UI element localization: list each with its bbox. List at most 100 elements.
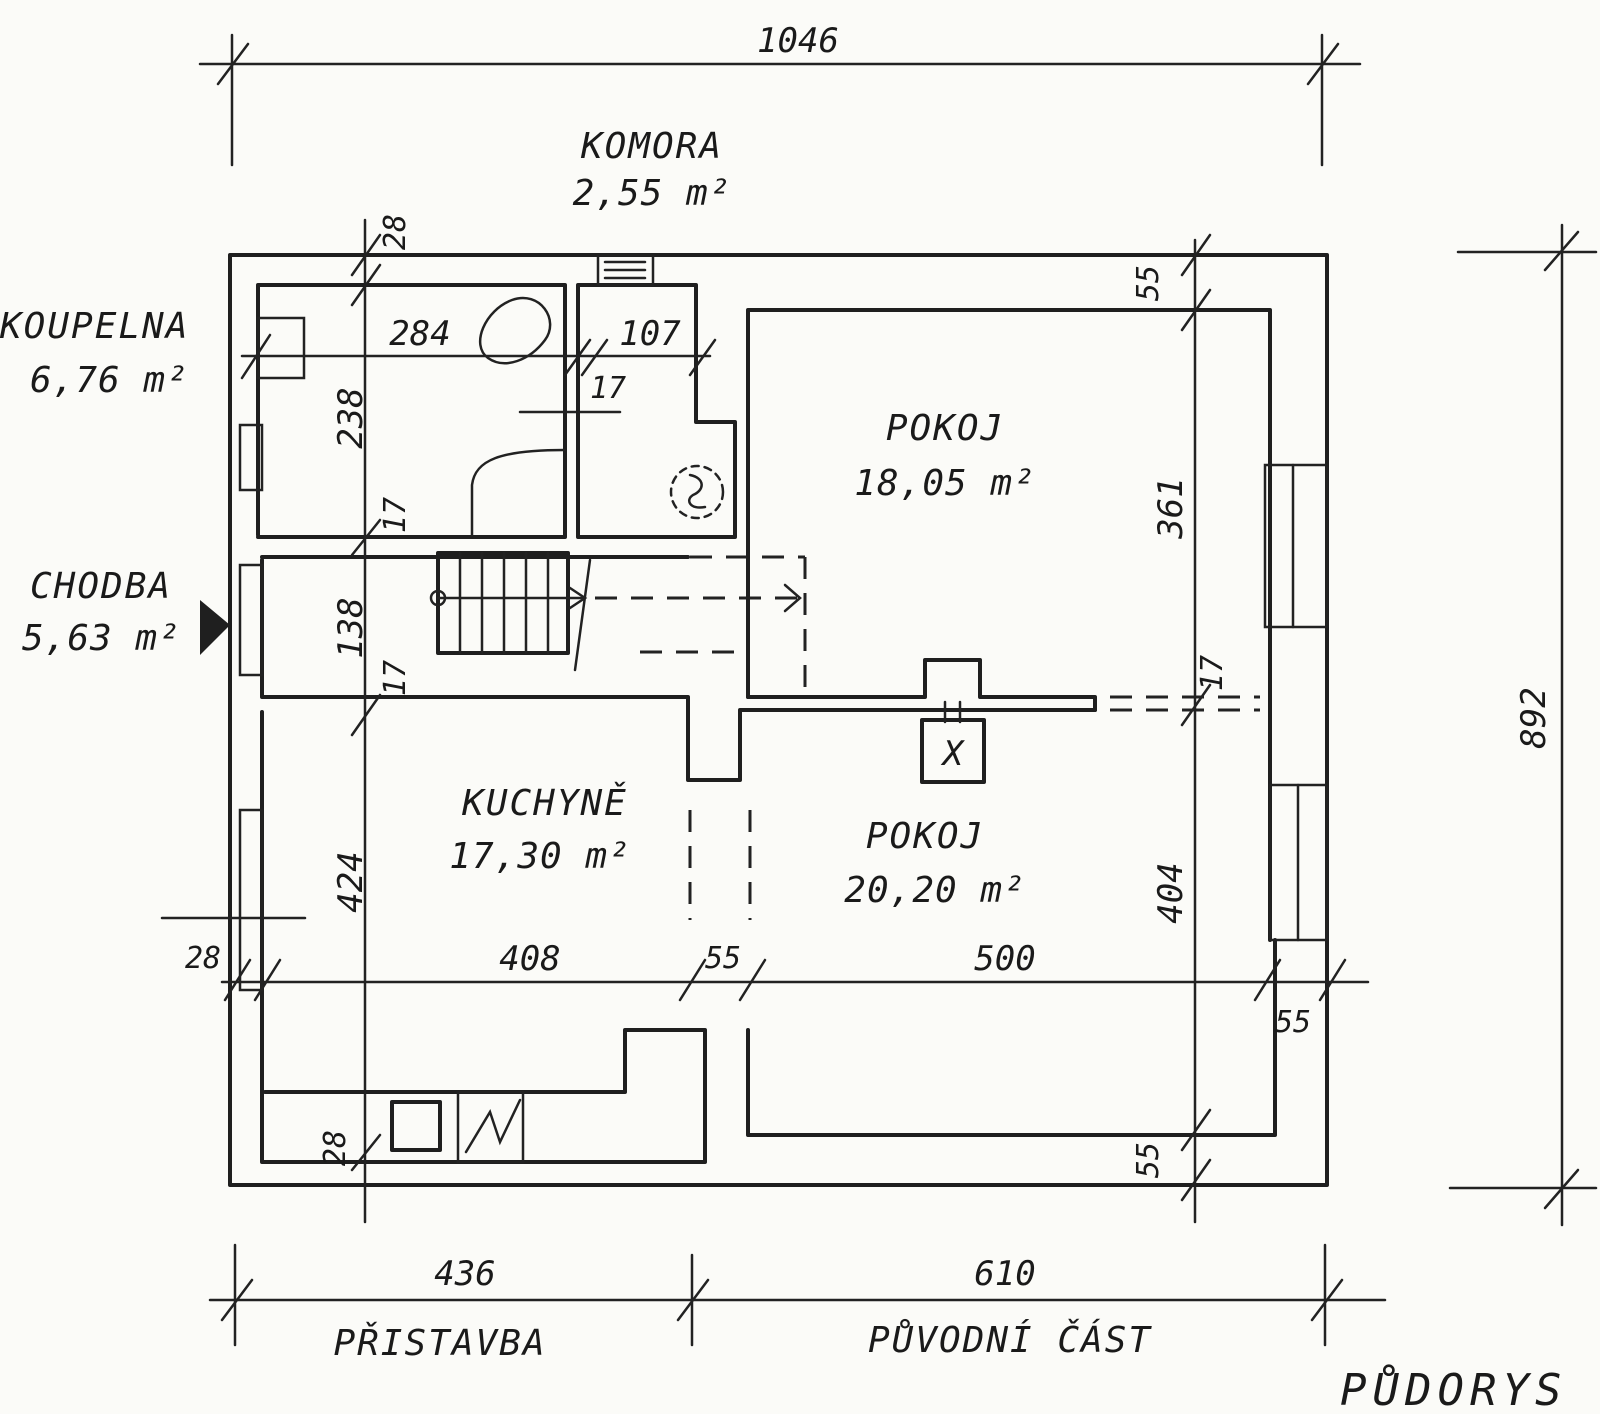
boiler-symbol [688, 473, 707, 509]
komora-vent-icon [596, 253, 655, 287]
room-labels: KOMORA 2,55 m² KOUPELNA 6,76 m² CHODBA 5… [0, 126, 1035, 911]
tick-bottom-mid [676, 1278, 710, 1322]
tick-55-mid-b [738, 958, 767, 1002]
chodba-label: CHODBA [30, 566, 172, 607]
section-labels: PŘISTAVBA PŮVODNÍ ČÁST PŮDORYS [333, 1318, 1567, 1414]
dim-koupelna-width: 284 [389, 314, 450, 354]
dim-pokoj-upper-height: 361 [1151, 477, 1191, 539]
tick-55-a [1180, 233, 1212, 277]
kuchyne-label: KUCHYNĚ [461, 782, 628, 824]
dim-wall-17-c: 17 [1195, 655, 1230, 691]
dim-wall-28-c: 28 [318, 1130, 353, 1166]
outer-wall-outline [228, 253, 1329, 1187]
dim-wall-55-c: 55 [1131, 1142, 1166, 1178]
pokoj-upper-walls [746, 308, 1272, 942]
dim-komora-width: 107 [619, 314, 681, 354]
koupelna-room [256, 283, 622, 539]
dim-wall-28-b: 28 [185, 941, 221, 976]
washbasin-icon [256, 316, 306, 380]
tick-17-komora-b [580, 338, 609, 377]
koupelna-label: KOUPELNA [0, 306, 189, 347]
tick-bottom-right [1310, 1278, 1344, 1322]
tick-55-d [1180, 1158, 1212, 1202]
stove-icon [390, 1100, 442, 1152]
komora-area: 2,55 m² [573, 173, 732, 214]
komora-walls [576, 283, 737, 539]
dim-kuchyne-height: 424 [331, 851, 371, 912]
dimension-values: 1046 436 610 284 107 408 500 892 238 138… [185, 21, 1554, 1294]
pokoj-upper-area: 18,05 m² [854, 463, 1035, 504]
stair-upper-arrow [783, 583, 802, 613]
kitchen-counter-icon [456, 1090, 525, 1164]
page-title: PŮDORYS [1340, 1363, 1567, 1414]
window-left-chodba [238, 563, 264, 677]
boiler-icon [669, 464, 725, 520]
tick-28-b1 [223, 958, 252, 1002]
dim-pristavba-width: 436 [434, 1254, 495, 1294]
tick-28-b2 [253, 958, 282, 1002]
dim-wall-55-a: 55 [1131, 265, 1166, 301]
dim-total-width: 1046 [757, 21, 839, 61]
dim-wall-55-d: 55 [1275, 1005, 1311, 1040]
bathtub-icon [470, 448, 567, 537]
dim-wall-17-b: 17 [378, 660, 413, 696]
dim-koupelna-height: 238 [331, 387, 371, 448]
window-left-kuchyne [238, 808, 264, 992]
dim-pokoj-lower-height: 404 [1151, 862, 1191, 923]
outer-walls [228, 253, 1329, 1187]
koupelna-area: 6,76 m² [30, 360, 189, 401]
left-windows [160, 423, 307, 992]
tick-komora-right [688, 338, 717, 377]
tick-top-left [216, 42, 250, 86]
kuchyne-walls [260, 710, 707, 1164]
dim-total-height: 892 [1514, 687, 1554, 748]
sink-symbol [464, 1098, 522, 1154]
tick-17-komora-a [563, 338, 592, 377]
dim-wall-17-a: 17 [378, 497, 413, 533]
puvodni-label: PŮVODNÍ ČÁST [868, 1318, 1152, 1361]
chodba-lower-wall [260, 558, 1097, 782]
entrance-arrow-icon [200, 600, 230, 655]
exterior-dimensions [198, 33, 1598, 1347]
chimney-wall [746, 658, 1097, 712]
komora-room [576, 253, 737, 539]
pokoj-upper-room [746, 308, 1329, 942]
tick-55-mid-a [678, 958, 707, 1002]
pokoj-lower-label: POKOJ [866, 816, 984, 857]
toilet-icon [478, 296, 552, 365]
tick-55-c [1180, 1108, 1212, 1152]
tick-top-right [1306, 42, 1340, 86]
tick-55-right-b [1318, 958, 1347, 1002]
window-right-upper [1263, 463, 1329, 629]
chimney-box [920, 718, 986, 784]
dim-chodba-height: 138 [331, 597, 371, 658]
kuchyne-room [260, 710, 752, 1164]
pokoj-lower-area: 20,20 m² [844, 870, 1025, 911]
dim-pokoj-lower-width: 500 [974, 939, 1035, 979]
tick-right-bottom [1543, 1168, 1580, 1210]
tick-right-top [1543, 230, 1580, 272]
stair-break-line [573, 558, 592, 672]
tick-28-c [350, 1133, 382, 1172]
komora-label: KOMORA [580, 126, 723, 167]
tick-bottom-left [220, 1278, 254, 1322]
pokoj-lower-walls [746, 938, 1277, 1137]
dim-wall-17-d: 17 [590, 371, 626, 406]
dim-wall-55-b: 55 [705, 941, 741, 976]
dim-puvodni-width: 610 [974, 1254, 1035, 1294]
tick-55-right-a [1253, 958, 1282, 1002]
tick-28-a1 [350, 233, 382, 277]
tick-17-c [1180, 683, 1212, 727]
chodba-area: 5,63 m² [22, 618, 181, 659]
dim-kuchyne-width: 408 [499, 939, 560, 979]
tick-17-a [350, 518, 382, 557]
interior-guides [220, 218, 1370, 1224]
dim-wall-28-a: 28 [378, 214, 413, 250]
tick-17-b [350, 693, 382, 737]
kuchyne-area: 17,30 m² [449, 836, 630, 877]
tick-28-a2 [350, 263, 382, 307]
tick-55-b [1180, 288, 1212, 332]
tick-koupelna-left [240, 333, 272, 380]
pokoj-upper-label: POKOJ [886, 408, 1004, 449]
